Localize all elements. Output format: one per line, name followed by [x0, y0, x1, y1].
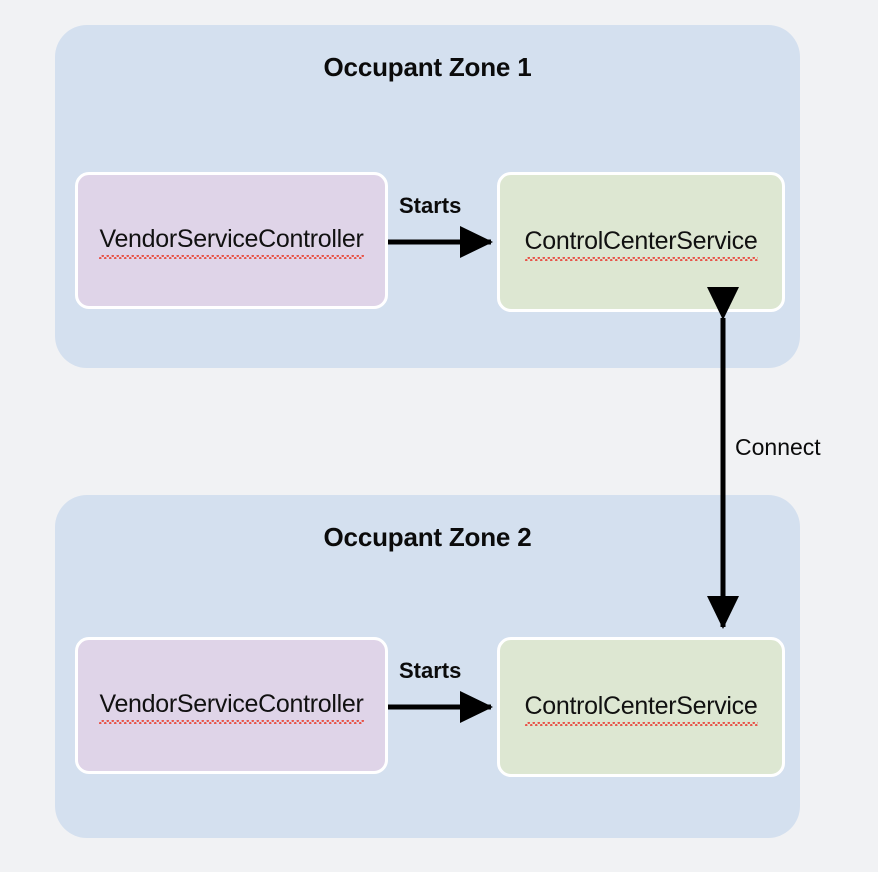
node-label: VendorServiceController [99, 690, 364, 724]
node-control-center-service-zone-2[interactable]: ControlCenterService [497, 637, 785, 777]
edge-label-connect: Connect [735, 434, 821, 460]
node-label: ControlCenterService [524, 227, 758, 261]
zone-title: Occupant Zone 2 [323, 522, 532, 552]
edge-label-starts-zone-2: Starts [399, 658, 462, 683]
node-label: VendorServiceController [99, 225, 364, 259]
edge-label-starts-zone-1: Starts [399, 193, 462, 218]
node-vendor-service-controller-zone-1[interactable]: VendorServiceController [75, 172, 388, 309]
zone-title: Occupant Zone 1 [323, 52, 532, 82]
node-control-center-service-zone-1[interactable]: ControlCenterService [497, 172, 785, 312]
node-label: ControlCenterService [524, 692, 758, 726]
node-vendor-service-controller-zone-2[interactable]: VendorServiceController [75, 637, 388, 774]
